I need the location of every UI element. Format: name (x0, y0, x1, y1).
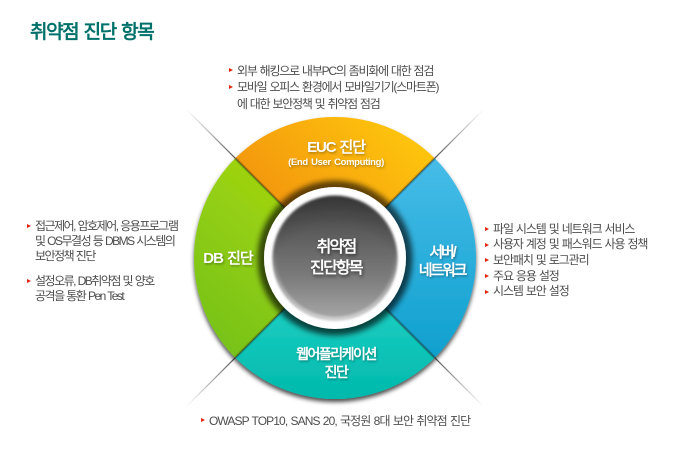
list-item: 보안패치 및 로그관리 (485, 253, 647, 269)
label-quadrant-euc: EUC 진단 (End User Computing) (288, 140, 384, 170)
arrow-bullet-icon (485, 273, 489, 278)
label-center-hub: 취약점 진단항목 (310, 239, 363, 277)
arrow-bullet-icon (201, 418, 205, 423)
list-item: 시스템 보안 설정 (485, 284, 647, 300)
annotation-web-application: OWASP TOP10, SANS 20, 국정원 8대 보안 취약점 진단 (201, 413, 471, 429)
arrow-bullet-icon (27, 223, 31, 228)
label-euc-sub: (End User Computing) (288, 157, 384, 168)
list-item: 접근제어, 암호제어, 응용프로그램 및 OS무결성 등 DBMS 시스템의 보… (27, 219, 179, 265)
list-item: 주요 응용 설정 (485, 269, 647, 285)
list-item: 설정오류, DB취약점 및 양호 공격을 통환 Pen Test (27, 274, 178, 305)
arrow-bullet-icon (485, 289, 489, 294)
annotation-server-network: 파일 시스템 및 네트워크 서비스 사용자 계정 및 패스워드 사용 정책 보안… (485, 222, 648, 300)
annotation-db: 접근제어, 암호제어, 응용프로그램 및 OS무결성 등 DBMS 시스템의 보… (27, 219, 179, 305)
list-item: 모바일 오피스 환경에서 모바일기기(스마트폰) 에 대한 보안정책 및 취약점… (229, 79, 440, 112)
list-item: 외부 해킹으로 내부PC의 좀비화에 대한 점검 (229, 63, 438, 80)
arrow-bullet-icon (485, 242, 489, 247)
list-item: 파일 시스템 및 네트워크 서비스 (485, 222, 647, 238)
center-hub (257, 180, 413, 336)
arrow-bullet-icon (229, 84, 233, 89)
arrow-bullet-icon (27, 279, 31, 284)
label-euc-main: EUC 진단 (307, 139, 366, 156)
label-quadrant-server: 서버/ 네트워크 (418, 244, 468, 279)
annotation-euc: 외부 해킹으로 내부PC의 좀비화에 대한 점검 모바일 오피스 환경에서 모바… (229, 63, 440, 113)
arrow-bullet-icon (485, 227, 489, 232)
list-item: 사용자 계정 및 패스워드 사용 정책 (485, 237, 648, 253)
label-quadrant-db: DB 진단 (203, 250, 253, 267)
label-quadrant-web: 웹어플리케이션 진단 (296, 346, 377, 380)
list-item: OWASP TOP10, SANS 20, 국정원 8대 보안 취약점 진단 (201, 413, 471, 429)
arrow-bullet-icon (229, 68, 233, 73)
page-title: 취약점 진단 항목 (30, 21, 155, 43)
arrow-bullet-icon (485, 258, 489, 263)
diagonal-guide-lines (185, 108, 485, 408)
